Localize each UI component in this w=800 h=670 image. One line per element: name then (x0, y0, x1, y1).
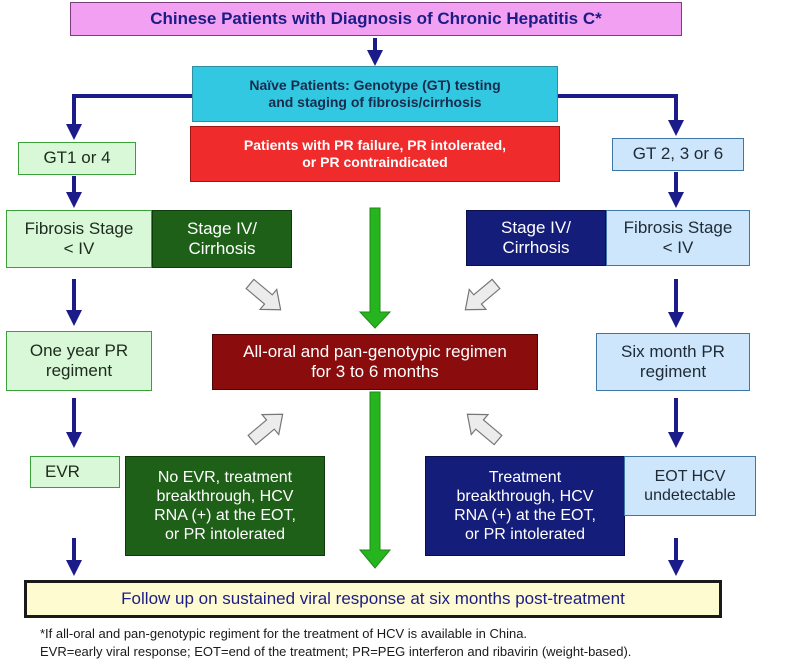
green-arrows (358, 207, 392, 569)
arrow-alloral-to-follow (358, 391, 392, 569)
fibrosis-stage-left-box: Fibrosis Stage < IV (6, 210, 152, 268)
stage4-cirrhosis-right-box: Stage IV/ Cirrhosis (466, 210, 606, 266)
gt2-3-or-6-label: GT 2, 3 or 6 (632, 144, 724, 164)
hollow-arrow-noevr-to-alloral (247, 413, 284, 446)
no-evr-box: No EVR, treatment breakthrough, HCV RNA … (125, 456, 325, 556)
follow-up-box: Follow up on sustained viral response at… (24, 580, 722, 618)
naive-patients-label: Naïve Patients: Genotype (GT) testing an… (249, 77, 501, 110)
pr-failure-label: Patients with PR failure, PR intolerated… (243, 137, 507, 170)
footnote-abbreviations: EVR=early viral response; EOT=end of the… (40, 643, 632, 659)
treatment-breakthrough-label: Treatment breakthrough, HCV RNA (+) at t… (454, 468, 596, 544)
six-month-pr-box: Six month PR regiment (596, 333, 750, 391)
evr-label: EVR (45, 461, 80, 481)
stage4-cirrhosis-right-label: Stage IV/ Cirrhosis (501, 217, 571, 257)
footnote-availability: *If all-oral and pan-genotypic regiment … (40, 626, 528, 641)
fibrosis-stage-right-box: Fibrosis Stage < IV (606, 210, 750, 266)
fibrosis-stage-right-label: Fibrosis Stage < IV (623, 217, 733, 257)
hollow-arrow-tb-to-alloral (466, 413, 503, 446)
footnotes: *If all-oral and pan-genotypic regiment … (40, 625, 800, 660)
evr-box: EVR (30, 456, 120, 488)
naive-patients-box: Naïve Patients: Genotype (GT) testing an… (192, 66, 558, 122)
pr-failure-box: Patients with PR failure, PR intolerated… (190, 126, 560, 182)
hollow-arrows (245, 278, 503, 446)
gt2-3-or-6-box: GT 2, 3 or 6 (612, 138, 744, 171)
arrow-naive-to-gt14 (66, 94, 192, 140)
all-oral-regimen-label: All-oral and pan-genotypic regimen for 3… (243, 341, 507, 381)
arrow-fail-to-alloral (358, 207, 392, 329)
fibrosis-stage-left-label: Fibrosis Stage < IV (24, 218, 134, 258)
hollow-arrow-stage4-left-to-alloral (245, 278, 282, 311)
hollow-arrow-stage4-right-to-alloral (464, 278, 501, 311)
stage4-cirrhosis-left-label: Stage IV/ Cirrhosis (187, 218, 257, 258)
eot-hcv-undetectable-box: EOT HCV undetectable (624, 456, 756, 516)
follow-up-label: Follow up on sustained viral response at… (121, 588, 625, 608)
title-box-label: Chinese Patients with Diagnosis of Chron… (150, 8, 602, 28)
gt1-or-4-box: GT1 or 4 (18, 142, 136, 175)
title-box: Chinese Patients with Diagnosis of Chron… (70, 2, 682, 36)
one-year-pr-box: One year PR regiment (6, 331, 152, 391)
navy-arrows (66, 38, 684, 576)
stage4-cirrhosis-left-box: Stage IV/ Cirrhosis (152, 210, 292, 268)
no-evr-label: No EVR, treatment breakthrough, HCV RNA … (154, 468, 296, 544)
arrow-naive-to-gt236 (558, 94, 684, 136)
gt1-or-4-label: GT1 or 4 (43, 148, 111, 168)
six-month-pr-label: Six month PR regiment (621, 341, 725, 381)
one-year-pr-label: One year PR regiment (29, 340, 129, 380)
all-oral-regimen-box: All-oral and pan-genotypic regimen for 3… (212, 334, 538, 390)
treatment-breakthrough-box: Treatment breakthrough, HCV RNA (+) at t… (425, 456, 625, 556)
eot-hcv-undetectable-label: EOT HCV undetectable (644, 467, 736, 504)
